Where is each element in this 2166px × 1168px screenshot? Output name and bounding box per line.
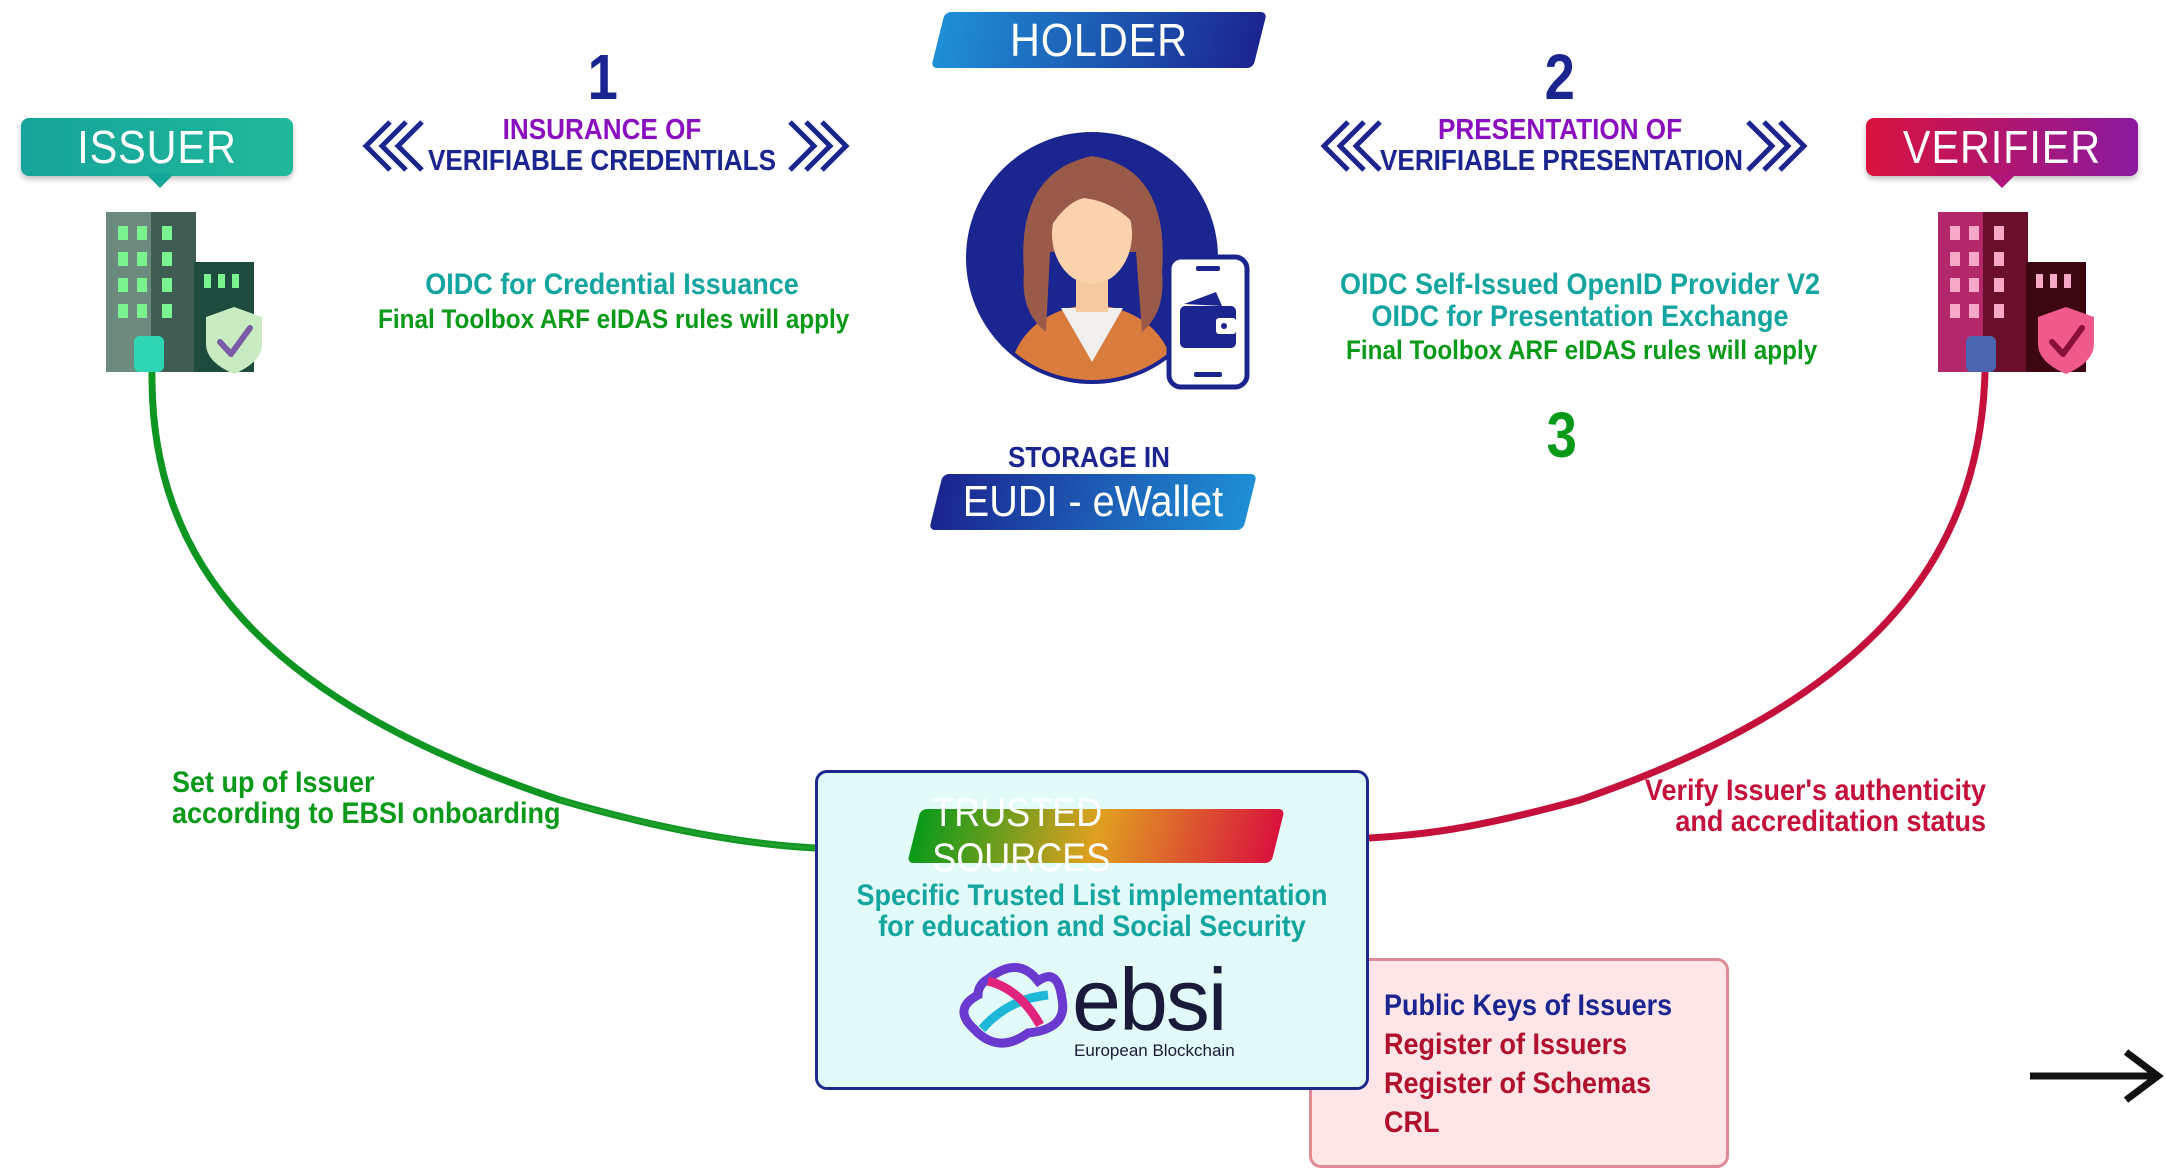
issuer-setup-line1: Set up of Issuer: [172, 766, 375, 799]
wallet-phone-icon: [1166, 254, 1250, 390]
verifier-label: VERIFIER: [1902, 121, 2102, 173]
registry-item-crl: CRL: [1384, 1106, 1440, 1139]
holder-tag: HOLDER: [931, 12, 1267, 68]
storage-caption: STORAGE IN: [1008, 442, 1170, 474]
step2-rule: Final Toolbox ARF eIDAS rules will apply: [1346, 335, 1818, 365]
registry-box: Public Keys of Issuers Register of Issue…: [1309, 958, 1729, 1168]
trusted-sources-tag: TRUSTED SOURCES: [907, 791, 1285, 880]
ebsi-logo-icon: [959, 963, 1068, 1048]
storage-tag: EUDI - eWallet: [929, 474, 1257, 530]
verifier-tag: VERIFIER: [1866, 118, 2138, 188]
chevron-right-icon: [1746, 120, 1808, 172]
verifier-building-icon: [1938, 212, 2094, 374]
step1-protocol: OIDC for Credential Issuance: [425, 268, 799, 301]
issuer-building-icon: [106, 212, 262, 374]
step1-title-line2: VERIFIABLE CREDENTIALS: [427, 145, 777, 177]
step3-number: 3: [1546, 399, 1577, 471]
step1-title-line1: INSURANCE OF: [502, 114, 702, 146]
issuer-label: ISSUER: [77, 121, 237, 173]
verify-line1: Verify Issuer's authenticity: [1644, 774, 1986, 807]
issuer-tag: ISSUER: [21, 118, 293, 188]
chevron-left-icon: [1320, 120, 1382, 172]
registry-item-issuers: Register of Issuers: [1384, 1028, 1628, 1061]
storage-label: EUDI - eWallet: [962, 477, 1224, 526]
step2-protocol-line1: OIDC Self-Issued OpenID Provider V2: [1339, 268, 1821, 301]
step2-title-line2: VERIFIABLE PRESENTATION: [1380, 145, 1744, 177]
issuer-connector-thin: [559, 798, 816, 850]
trusted-line1: Specific Trusted List implementation: [856, 879, 1328, 912]
step1-number: 1: [587, 41, 618, 113]
verify-line2: and accreditation status: [1675, 805, 1986, 838]
chevron-left-icon: [362, 120, 424, 172]
trusted-line2: for education and Social Security: [878, 910, 1306, 943]
chevron-right-icon: [788, 120, 850, 172]
ebsi-logo-subtitle: European Blockchain: [1074, 1041, 1235, 1060]
step1-rule: Final Toolbox ARF eIDAS rules will apply: [378, 304, 850, 334]
registry-item-public-keys: Public Keys of Issuers: [1384, 989, 1673, 1022]
trusted-sources-box: TRUSTED SOURCES Specific Trusted List im…: [815, 770, 1369, 1090]
ebsi-logo-text: ebsi: [1072, 950, 1227, 1049]
registry-item-schemas: Register of Schemas: [1384, 1067, 1652, 1100]
arrow-right-icon[interactable]: [2026, 1046, 2166, 1106]
issuer-setup-line2: according to EBSI onboarding: [172, 797, 561, 830]
verifier-connector-curve: [1368, 371, 1989, 842]
step2-protocol-line2: OIDC for Presentation Exchange: [1371, 300, 1789, 333]
holder-avatar-icon: [966, 132, 1218, 384]
step2-title-line1: PRESENTATION OF: [1437, 114, 1683, 146]
step2-number: 2: [1544, 41, 1575, 113]
holder-label: HOLDER: [1010, 14, 1188, 66]
trusted-sources-label: TRUSTED SOURCES: [932, 791, 1111, 880]
